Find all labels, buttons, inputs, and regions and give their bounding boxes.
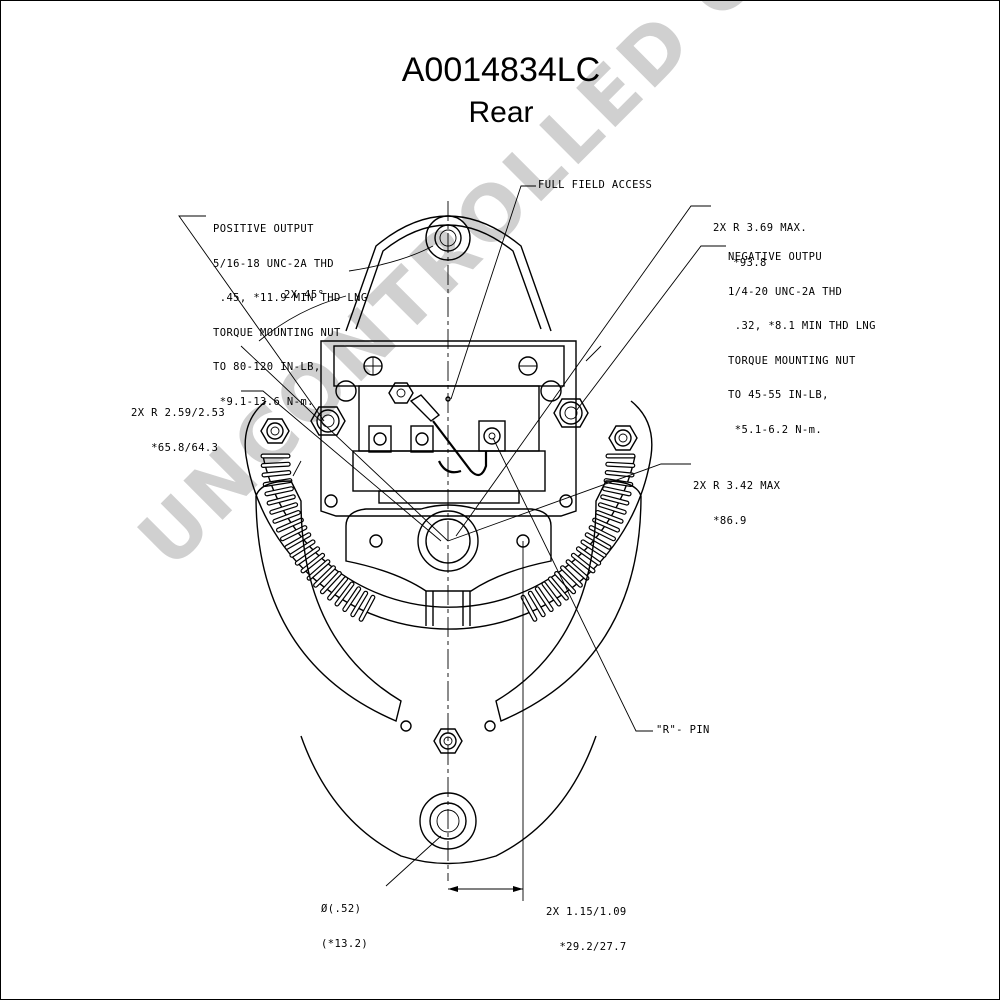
vent-slot-opening (261, 462, 290, 467)
note-line: *29.2/27.7 (546, 940, 627, 953)
note-line: 2X 1.15/1.09 (546, 906, 627, 918)
vent-slot-opening (535, 587, 553, 611)
vent-slots-left (260, 453, 376, 622)
vent-slot-opening (542, 582, 561, 606)
dimension-leaders (178, 185, 726, 901)
vent-slot-opening (593, 518, 619, 532)
negative-output-terminal (553, 398, 589, 428)
vent-slot-opening (359, 595, 375, 621)
note-spacing: 2X 1.15/1.09 *29.2/27.7 (546, 884, 627, 976)
vent-slot-opening (601, 495, 629, 505)
vent-slot-opening (549, 577, 568, 600)
vent-slot-opening (561, 566, 582, 587)
note-line: NEGATIVE OUTPU (728, 251, 823, 263)
note-line: *65.8/64.3 (131, 441, 219, 454)
vent-slot-opening (321, 572, 341, 594)
vent-slot-opening (270, 503, 297, 514)
jumper-wire (432, 420, 488, 477)
note-line: 2X R 2.59/2.53 (131, 407, 226, 419)
vent-slot-opening (295, 547, 319, 565)
note-r-pin: "R"- PIN (656, 724, 710, 736)
note-line: 1/4-20 UNC-2A THD (728, 285, 843, 298)
note-line: *93.8 (713, 256, 767, 269)
vent-slot-opening (521, 595, 537, 621)
note-line: .45, *11.9 MIN THD LNG (213, 292, 368, 304)
side-bolt-right (608, 425, 638, 451)
vent-slot-opening (285, 533, 311, 549)
note-positive-output: POSITIVE OUTPUT 5/16-18 UNC-2A THD .45, … (213, 201, 368, 431)
note-line: .32, *8.1 MIN THD LNG (728, 320, 876, 332)
note-line: 2X R 3.42 MAX (693, 480, 781, 492)
note-line: (*13.2) (321, 937, 369, 950)
vent-slot-opening (267, 495, 295, 505)
note-radius-range: 2X R 2.59/2.53 *65.8/64.3 (131, 385, 225, 477)
housing-outline (244, 400, 653, 630)
note-line: POSITIVE OUTPUT (213, 223, 314, 235)
positive-output-terminal (310, 406, 346, 436)
vent-slot-opening (281, 526, 307, 541)
vent-slot-opening (335, 582, 354, 606)
view-subtitle: Rear (468, 96, 534, 129)
note-line: TORQUE MOUNTING NUT (213, 326, 341, 339)
vent-ring-outline (255, 480, 642, 722)
note-radius-max-1: 2X R 3.69 MAX. *93.8 (713, 200, 807, 292)
vent-slot-opening (566, 560, 589, 580)
bottom-mounting-ear (300, 735, 597, 865)
vent-slot-opening (277, 518, 303, 532)
vent-slot-opening (581, 540, 606, 557)
note-line: *9.1-13.6 N-m. (213, 395, 314, 408)
vent-slot-opening (328, 577, 347, 600)
note-line: *5.1-6.2 N-m. (728, 423, 823, 436)
vent-slot-opening (351, 591, 368, 617)
vent-slot-opening (528, 591, 545, 617)
note-angle: 2X 45° (284, 289, 325, 301)
vent-slot-opening (314, 566, 335, 587)
vent-slot-opening (596, 511, 623, 523)
regulator-housing (320, 340, 577, 517)
note-line: TORQUE MOUNTING NUT (728, 354, 856, 367)
side-bolt-left (260, 418, 290, 444)
vent-slot-opening (599, 503, 626, 514)
note-full-field-access: FULL FIELD ACCESS (538, 179, 653, 191)
note-line: 2X R 3.69 MAX. (713, 222, 808, 234)
note-negative-output: NEGATIVE OUTPU 1/4-20 UNC-2A THD .32, *8… (728, 229, 876, 459)
vent-slot-opening (603, 487, 631, 496)
note-diameter: Ø(.52) (*13.2) (321, 881, 368, 973)
vent-slot-opening (577, 547, 601, 565)
vent-slot-opening (555, 572, 575, 594)
vent-slot-opening (606, 462, 635, 467)
part-number-title: A0014834LC (401, 51, 601, 89)
note-line: TO 80-120 IN-LB, (213, 361, 321, 373)
vent-slot-opening (343, 587, 361, 611)
note-line: Ø(.52) (321, 903, 362, 915)
vent-slot-opening (301, 553, 324, 573)
vent-slot-opening (265, 487, 293, 496)
note-line: *86.9 (693, 514, 747, 527)
note-radius-max-2: 2X R 3.42 MAX *86.9 (693, 458, 780, 550)
top-mounting-ear (345, 215, 552, 332)
vent-slot-opening (585, 533, 611, 549)
vent-slot-opening (262, 471, 291, 477)
vent-slot-opening (307, 560, 330, 580)
note-line: TO 45-55 IN-LB, (728, 389, 829, 401)
regulator-terminals (368, 382, 506, 453)
note-line: 5/16-18 UNC-2A THD (213, 257, 334, 270)
vent-slot-opening (290, 540, 315, 557)
vent-slot-opening (273, 511, 300, 523)
vent-slot-opening (605, 471, 634, 477)
